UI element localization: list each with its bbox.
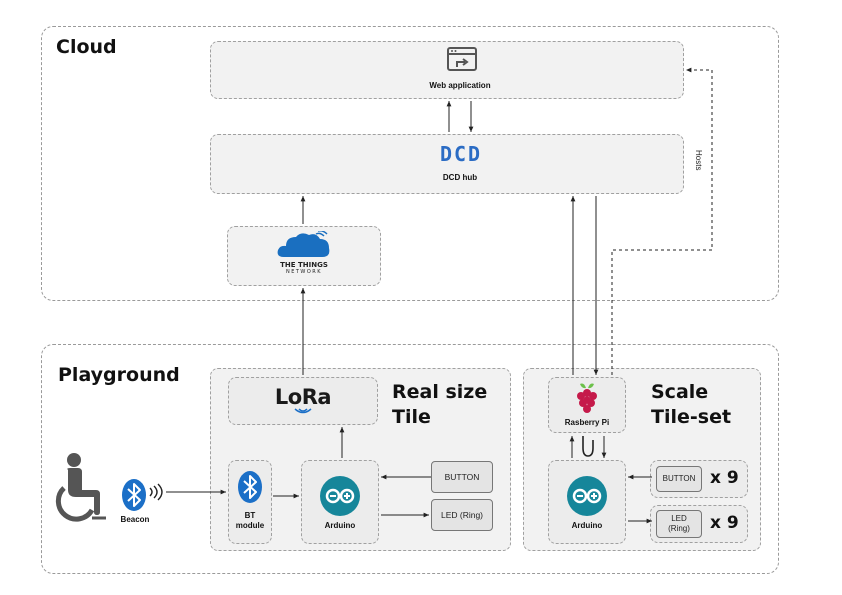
hosts-label: Hosts bbox=[694, 150, 703, 171]
scale-title-line1: Scale bbox=[651, 381, 709, 403]
lora-logo: LoRa bbox=[274, 385, 332, 409]
hosts-link bbox=[611, 67, 713, 375]
wheelchair-user-icon bbox=[55, 453, 106, 522]
scale-title-line2: Tile-set bbox=[651, 406, 732, 428]
raspberry-pi-icon bbox=[577, 383, 597, 413]
lora-box[interactable] bbox=[228, 377, 378, 425]
led-multiplier: x 9 bbox=[710, 513, 739, 533]
button-multiplier: x 9 bbox=[710, 468, 739, 488]
led-ring-component: LED (Ring) bbox=[431, 499, 493, 531]
arduino-label-real: Arduino bbox=[324, 521, 356, 530]
led-ring-component-scale: LED (Ring) bbox=[656, 510, 702, 538]
usb-cable bbox=[582, 436, 594, 457]
bt-module-label-line2: module bbox=[235, 521, 265, 530]
beacon-bluetooth-icon bbox=[122, 479, 146, 511]
button-component-scale: BUTTON bbox=[656, 466, 702, 492]
playground-title: Playground bbox=[58, 364, 180, 386]
web-app-icon bbox=[447, 47, 477, 71]
dcd-hub-box[interactable] bbox=[210, 134, 684, 194]
bt-module-bluetooth-icon bbox=[238, 471, 262, 503]
cloud-title: Cloud bbox=[56, 36, 117, 58]
led-scale-line2: (Ring) bbox=[668, 524, 690, 533]
lora-wave-icon bbox=[294, 408, 312, 414]
ttn-text-line2: NETWORK bbox=[285, 269, 323, 275]
arduino-icon-scale bbox=[567, 476, 607, 516]
web-app-label: Web application bbox=[429, 81, 491, 90]
button-component: BUTTON bbox=[431, 461, 493, 493]
ttn-cloud-icon bbox=[277, 231, 330, 257]
arduino-label-scale: Arduino bbox=[571, 521, 603, 530]
dcd-logo: DCD bbox=[439, 142, 483, 166]
raspberry-pi-label: Rasberry Pi bbox=[564, 418, 610, 427]
arduino-icon-real bbox=[320, 476, 360, 516]
real-size-title-line1: Real size bbox=[392, 381, 488, 403]
web-application-box[interactable] bbox=[210, 41, 684, 99]
real-size-title-line2: Tile bbox=[392, 406, 431, 428]
led-scale-line1: LED bbox=[671, 514, 687, 523]
dcd-hub-label: DCD hub bbox=[442, 173, 478, 182]
signal-waves-icon bbox=[149, 483, 163, 501]
beacon-label: Beacon bbox=[120, 515, 150, 524]
ttn-text-line1: THE THINGS bbox=[280, 261, 328, 269]
bt-module-label-line1: BT bbox=[244, 511, 256, 520]
